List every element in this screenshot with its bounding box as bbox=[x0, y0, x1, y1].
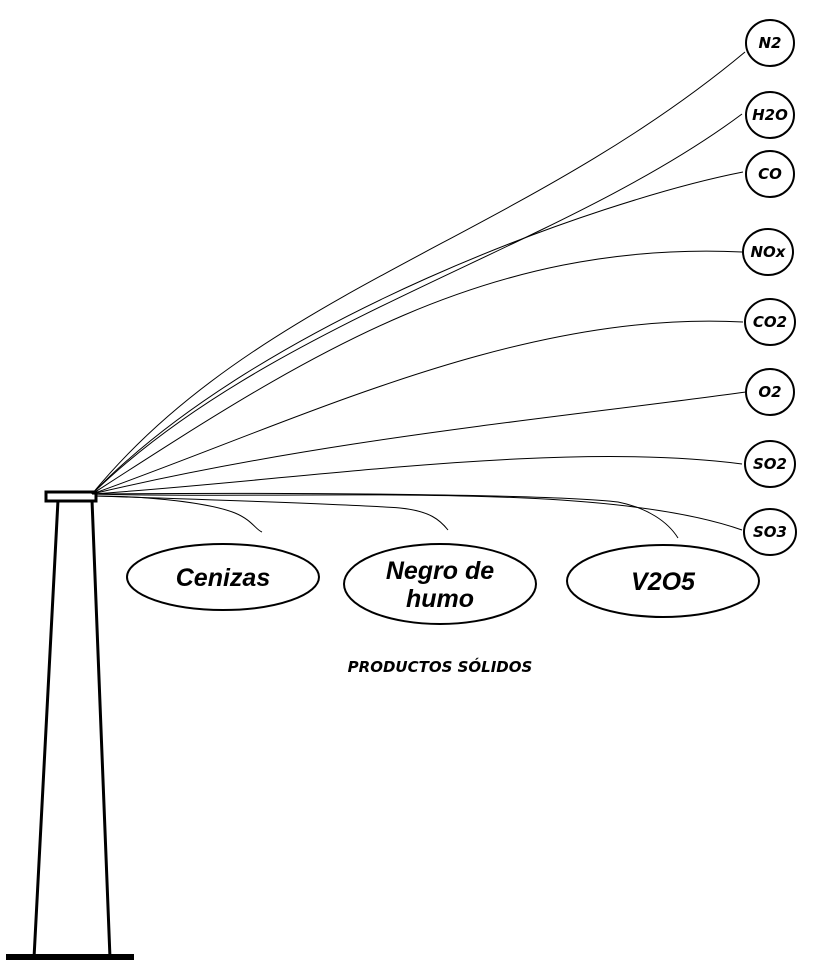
gas-bubble bbox=[745, 150, 795, 198]
gas-co: CO bbox=[745, 150, 795, 198]
solid-cenizas: Cenizas bbox=[126, 543, 320, 611]
gas-bubble bbox=[745, 19, 795, 67]
gas-label: SO3 bbox=[753, 523, 787, 541]
plume-line-co bbox=[91, 171, 744, 495]
gas-label: CO bbox=[758, 165, 782, 183]
gas-bubble bbox=[743, 508, 797, 556]
plume-line-so2 bbox=[91, 456, 743, 495]
solid-ellipse bbox=[566, 544, 760, 618]
plume-line-n2 bbox=[91, 51, 746, 495]
gas-bubble bbox=[745, 368, 795, 416]
chimney bbox=[6, 490, 134, 960]
gas-bubble bbox=[744, 440, 796, 488]
gas-so3: SO3 bbox=[743, 508, 797, 556]
solid-v2o5: V2O5 bbox=[566, 544, 760, 618]
solid-label: V2O5 bbox=[631, 568, 696, 596]
gas-bubble bbox=[744, 298, 796, 346]
gas-nox: NOx bbox=[742, 228, 794, 276]
solid-ellipse bbox=[126, 543, 320, 611]
gas-bubble bbox=[745, 91, 795, 139]
gas-label: SO2 bbox=[753, 455, 787, 473]
solid-label: Negro de bbox=[386, 557, 494, 585]
gas-h2o: H2O bbox=[745, 91, 795, 139]
solid-plume-lines bbox=[94, 492, 679, 539]
gas-label: NOx bbox=[751, 243, 787, 261]
solid-ellipse bbox=[343, 543, 537, 625]
gas-label: O2 bbox=[758, 383, 781, 401]
gas-plume-lines bbox=[91, 51, 747, 531]
plume-line-o2 bbox=[91, 391, 747, 495]
chimney-top bbox=[44, 490, 98, 503]
gas-label: CO2 bbox=[753, 313, 787, 331]
gas-co2: CO2 bbox=[744, 298, 796, 346]
gas-label: H2O bbox=[752, 106, 788, 124]
solid-label: humo bbox=[406, 585, 474, 613]
chimney-base bbox=[6, 954, 134, 960]
gas-so2: SO2 bbox=[744, 440, 796, 488]
solid-label: Cenizas bbox=[176, 564, 271, 592]
plume-line-co2 bbox=[91, 320, 744, 495]
plume-line-so3 bbox=[91, 493, 743, 531]
plume-line-h2o bbox=[91, 113, 743, 495]
solid-products-caption: PRODUCTOS SÓLIDOS bbox=[348, 657, 533, 676]
plume-line-nox bbox=[91, 250, 743, 495]
gas-label: N2 bbox=[759, 34, 782, 52]
plume-line-negro-de-humo bbox=[94, 495, 449, 531]
plume-line-v2o5 bbox=[94, 492, 679, 539]
plume-line-cenizas bbox=[94, 495, 263, 533]
chimney-body bbox=[32, 498, 112, 960]
gas-o2: O2 bbox=[745, 368, 795, 416]
gas-n2: N2 bbox=[745, 19, 795, 67]
gas-bubble bbox=[742, 228, 794, 276]
